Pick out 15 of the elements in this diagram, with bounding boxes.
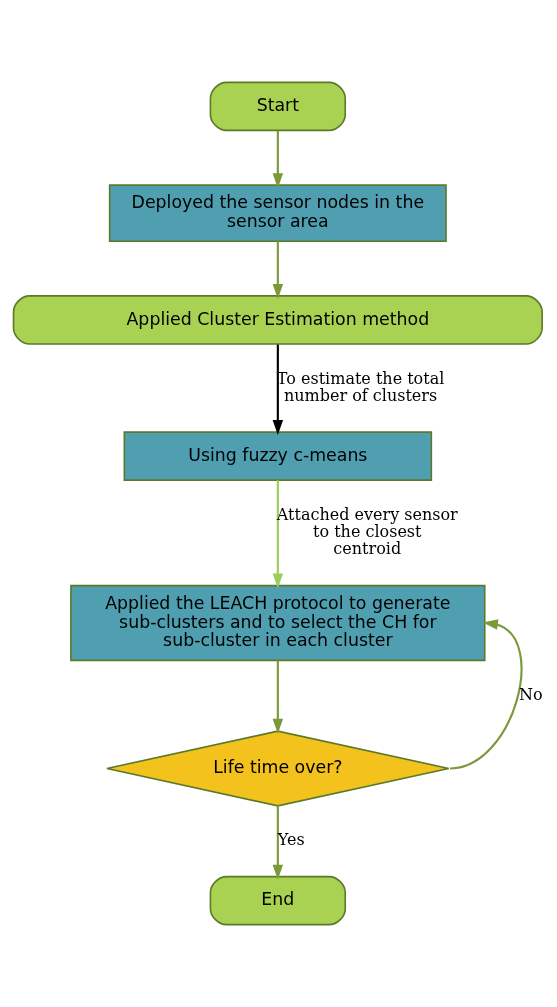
arrow: [449, 619, 523, 770]
node-diamond: Life time over?: [106, 730, 450, 807]
node-box: Applied Cluster Estimation method: [12, 295, 543, 345]
edge-label: No: [518, 684, 543, 704]
node-box: Using fuzzy c-means: [123, 431, 433, 481]
node-box: Deployed the sensor nodes in the sensor area: [108, 184, 447, 242]
node-box: Applied the LEACH protocol to generate sub-clusters and to select the CH for sub-cluster in each cluster: [70, 584, 486, 662]
node-box: End: [209, 875, 347, 926]
node-box: Start: [209, 81, 347, 132]
arrow: [272, 241, 284, 299]
arrow: [272, 805, 284, 880]
arrow: [272, 480, 284, 589]
arrow: [272, 130, 284, 189]
arrow: [272, 344, 284, 436]
arrow: [272, 660, 284, 734]
